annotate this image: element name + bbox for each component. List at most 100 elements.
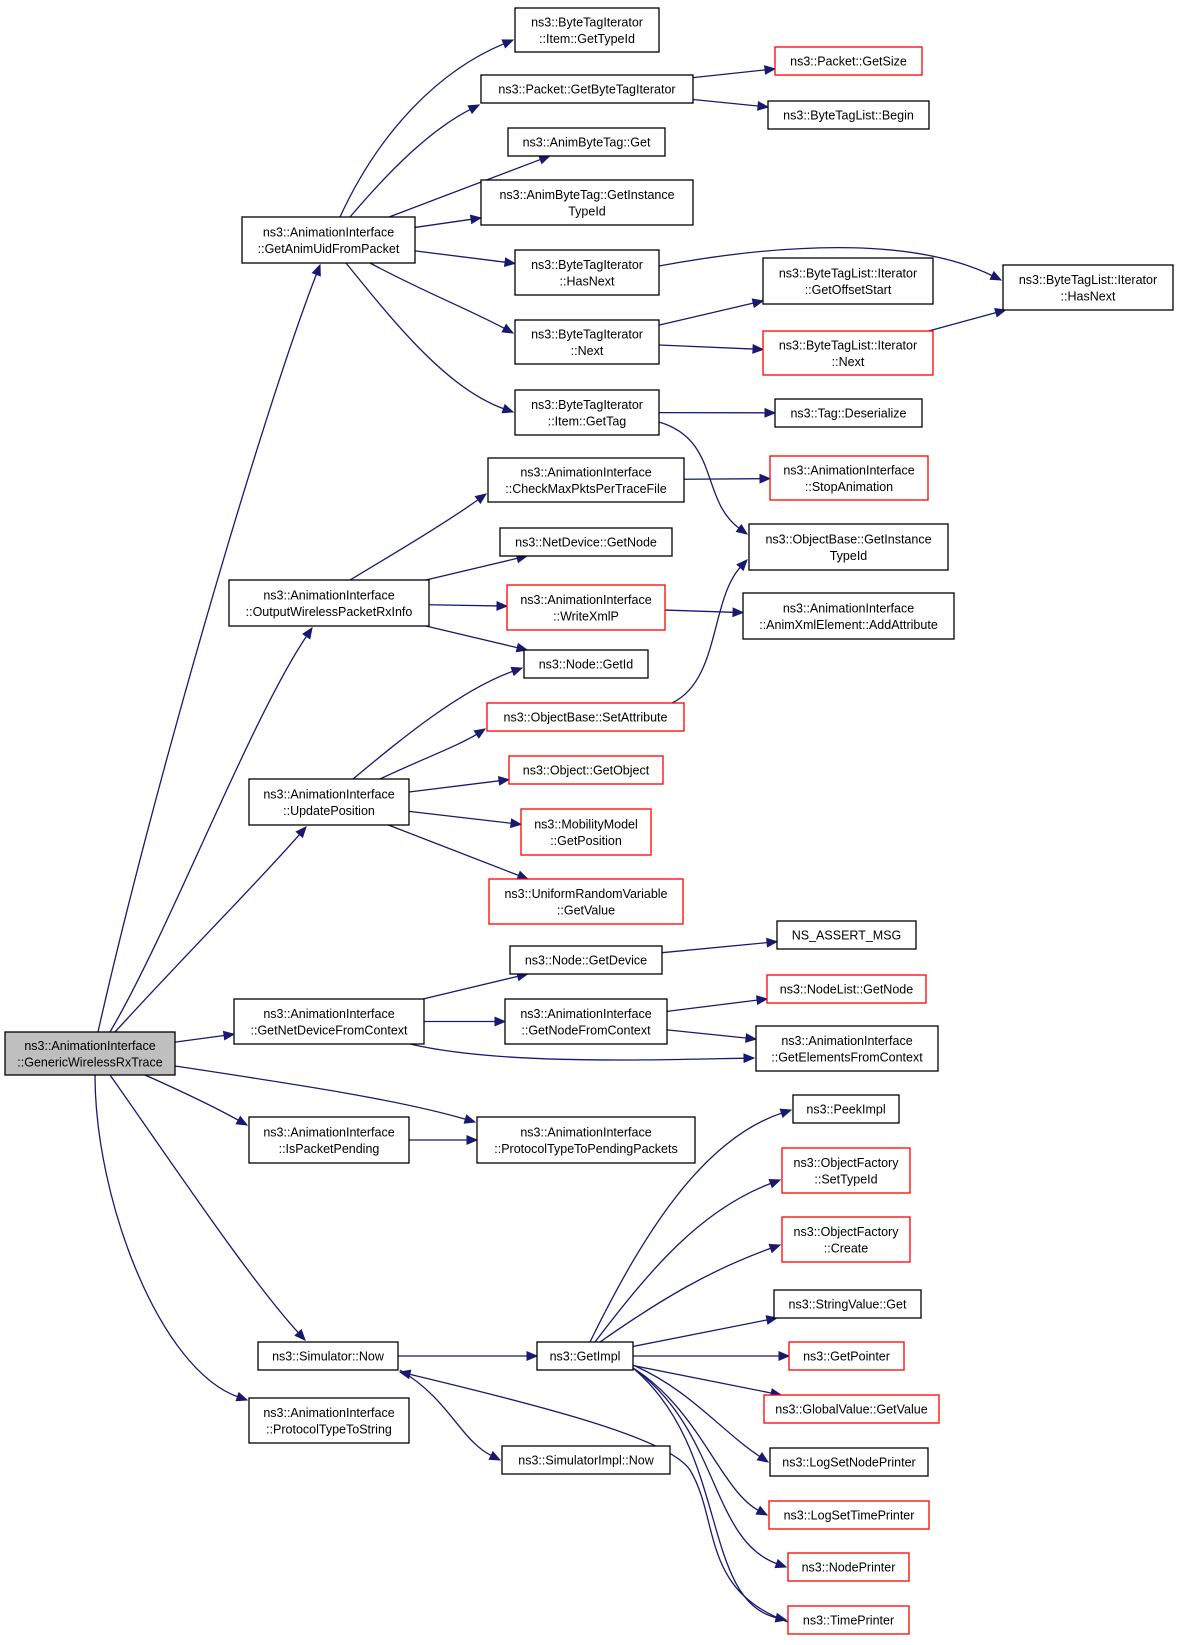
node-label-line: ns3::ByteTagList::Iterator bbox=[779, 338, 917, 352]
node-label-line: ns3::AnimationInterface bbox=[781, 1034, 912, 1048]
arrowhead-icon bbox=[235, 1115, 249, 1126]
node-nlGetNode[interactable]: ns3::NodeList::GetNode bbox=[766, 974, 927, 1004]
node-ofSetTypeId[interactable]: ns3::ObjectFactory::SetTypeId bbox=[781, 1147, 911, 1194]
edge-nodeGetDevice-to-nsAssert bbox=[661, 937, 779, 954]
edge-line bbox=[422, 975, 519, 1000]
node-urvGetValue[interactable]: ns3::UniformRandomVariable::GetValue bbox=[488, 878, 684, 925]
edge-line bbox=[428, 604, 499, 607]
node-nodeGetId[interactable]: ns3::Node::GetId bbox=[523, 649, 649, 679]
node-box bbox=[748, 523, 949, 571]
node-getNodeCtx[interactable]: ns3::AnimationInterface::GetNodeFromCont… bbox=[504, 998, 668, 1045]
node-label-line: ns3::ObjectBase::SetAttribute bbox=[504, 711, 668, 725]
node-label-line: ns3::AnimationInterface bbox=[24, 1039, 155, 1053]
edges-layer bbox=[94, 39, 1007, 1623]
node-ofCreate[interactable]: ns3::ObjectFactory::Create bbox=[781, 1216, 911, 1263]
node-checkMax[interactable]: ns3::AnimationInterface::CheckMaxPktsPer… bbox=[487, 457, 685, 503]
node-getImpl[interactable]: ns3::GetImpl bbox=[536, 1341, 634, 1371]
node-updatePos[interactable]: ns3::AnimationInterface::UpdatePosition bbox=[248, 778, 410, 826]
edge-checkMax-to-stopAnim bbox=[683, 473, 772, 484]
node-logSetNode[interactable]: ns3::LogSetNodePrinter bbox=[769, 1447, 929, 1477]
node-logSetTime[interactable]: ns3::LogSetTimePrinter bbox=[768, 1500, 930, 1530]
node-peekImpl[interactable]: ns3::PeekImpl bbox=[792, 1094, 900, 1124]
node-btiItemGetTag[interactable]: ns3::ByteTagIterator::Item::GetTag bbox=[514, 389, 660, 436]
node-simNow[interactable]: ns3::Simulator::Now bbox=[257, 1341, 399, 1371]
node-label-line: TypeId bbox=[830, 549, 868, 563]
node-box bbox=[769, 1447, 929, 1477]
arrowhead-icon bbox=[778, 1351, 791, 1361]
edge-getImpl-to-gvGetValue bbox=[632, 1364, 783, 1398]
node-pktGetSize[interactable]: ns3::Packet::GetSize bbox=[774, 46, 923, 76]
arrowhead-icon bbox=[735, 523, 749, 535]
node-pktGetBTI[interactable]: ns3::Packet::GetByteTagIterator bbox=[480, 74, 694, 104]
node-label-line: ns3::ByteTagList::Iterator bbox=[1019, 273, 1157, 287]
node-btiItemTypeId[interactable]: ns3::ByteTagIterator::Item::GetTypeId bbox=[514, 7, 660, 53]
node-gvGetValue[interactable]: ns3::GlobalValue::GetValue bbox=[763, 1394, 940, 1424]
node-btiHasNext[interactable]: ns3::ByteTagIterator::HasNext bbox=[514, 249, 660, 296]
node-abtGet[interactable]: ns3::AnimByteTag::Get bbox=[507, 127, 666, 157]
node-tagDeser[interactable]: ns3::Tag::Deserialize bbox=[774, 398, 923, 428]
node-isPending[interactable]: ns3::AnimationInterface::IsPacketPending bbox=[248, 1116, 410, 1164]
edge-btliNext-to-btliHasNext bbox=[928, 307, 1007, 332]
node-label-line: ns3::PeekImpl bbox=[806, 1103, 885, 1117]
node-label-line: ns3::LogSetTimePrinter bbox=[784, 1509, 915, 1523]
node-label-line: ns3::UniformRandomVariable bbox=[504, 887, 667, 901]
node-ndGetNode[interactable]: ns3::NetDevice::GetNode bbox=[499, 527, 673, 557]
node-protoPending[interactable]: ns3::AnimationInterface::ProtocolTypeToP… bbox=[476, 1116, 696, 1164]
node-btlBegin[interactable]: ns3::ByteTagList::Begin bbox=[767, 100, 930, 130]
node-btliOffset[interactable]: ns3::ByteTagList::Iterator::GetOffsetSta… bbox=[762, 257, 934, 305]
node-label-line: ns3::AnimationInterface bbox=[263, 1125, 394, 1139]
node-label-line: ::GetOffsetStart bbox=[805, 283, 892, 297]
edge-line bbox=[658, 344, 755, 350]
node-getElemCtx[interactable]: ns3::AnimationInterface::GetElementsFrom… bbox=[755, 1025, 939, 1072]
node-box bbox=[776, 920, 917, 950]
node-getNetDev[interactable]: ns3::AnimationInterface::GetNetDeviceFro… bbox=[233, 998, 425, 1045]
edge-line bbox=[109, 635, 308, 1033]
node-timePrinter[interactable]: ns3::TimePrinter bbox=[787, 1605, 910, 1635]
node-getAnimUid[interactable]: ns3::AnimationInterface::GetAnimUidFromP… bbox=[241, 216, 416, 264]
node-root[interactable]: ns3::AnimationInterface::GenericWireless… bbox=[4, 1031, 176, 1076]
node-nodePrinter[interactable]: ns3::NodePrinter bbox=[787, 1552, 910, 1582]
node-box bbox=[788, 1341, 905, 1371]
edge-line bbox=[599, 1247, 772, 1343]
edge-line bbox=[692, 98, 760, 107]
edge-getNodeCtx-to-getElemCtx bbox=[666, 1029, 758, 1043]
node-objGetObj[interactable]: ns3::Object::GetObject bbox=[508, 755, 664, 785]
node-box bbox=[228, 579, 430, 627]
node-label-line: ns3::TimePrinter bbox=[803, 1614, 894, 1628]
node-label-line: ns3::AnimationInterface bbox=[263, 225, 394, 239]
node-label-line: ::SetTypeId bbox=[814, 1172, 877, 1186]
node-writeXmlP[interactable]: ns3::AnimationInterface::WriteXmlP bbox=[506, 584, 666, 631]
node-box bbox=[787, 1605, 910, 1635]
node-obSetAttr[interactable]: ns3::ObjectBase::SetAttribute bbox=[486, 702, 685, 732]
node-svGet[interactable]: ns3::StringValue::Get bbox=[773, 1289, 922, 1319]
edge-getNetDev-to-nodeGetDevice bbox=[422, 971, 529, 1000]
node-label-line: ::WriteXmlP bbox=[553, 609, 619, 623]
node-label-line: ns3::NetDevice::GetNode bbox=[515, 536, 657, 550]
edge-line bbox=[632, 1367, 778, 1619]
node-nsAssert[interactable]: NS_ASSERT_MSG bbox=[776, 920, 917, 950]
edge-btiHasNext-to-btliHasNext bbox=[658, 246, 1003, 281]
node-btiNext[interactable]: ns3::ByteTagIterator::Next bbox=[514, 319, 660, 365]
edge-line bbox=[109, 1074, 300, 1334]
edge-line bbox=[594, 1182, 772, 1343]
node-label-line: ::IsPacketPending bbox=[279, 1142, 380, 1156]
arrowhead-icon bbox=[494, 1016, 507, 1027]
node-stopAnim[interactable]: ns3::AnimationInterface::StopAnimation bbox=[769, 455, 929, 501]
node-simImplNow[interactable]: ns3::SimulatorImpl::Now bbox=[501, 1445, 671, 1475]
node-box bbox=[487, 457, 685, 503]
node-label-line: ::GetNetDeviceFromContext bbox=[251, 1023, 409, 1037]
node-btliNext[interactable]: ns3::ByteTagList::Iterator::Next bbox=[762, 330, 934, 376]
arrowhead-icon bbox=[474, 493, 488, 505]
node-nodeGetDevice[interactable]: ns3::Node::GetDevice bbox=[509, 945, 663, 975]
node-outWireless[interactable]: ns3::AnimationInterface::OutputWirelessP… bbox=[228, 579, 430, 627]
edge-root-to-getAnimUid bbox=[97, 263, 321, 1033]
node-label-line: ns3::ByteTagIterator bbox=[531, 15, 643, 29]
node-addAttr[interactable]: ns3::AnimationInterface::AnimXmlElement:… bbox=[742, 592, 955, 640]
node-protoToStr[interactable]: ns3::AnimationInterface::ProtocolTypeToS… bbox=[248, 1397, 410, 1444]
node-getPointer[interactable]: ns3::GetPointer bbox=[788, 1341, 905, 1371]
node-btliHasNext[interactable]: ns3::ByteTagList::Iterator::HasNext bbox=[1002, 264, 1174, 311]
node-label-line: ::GetPosition bbox=[550, 834, 622, 848]
node-mmGetPos[interactable]: ns3::MobilityModel::GetPosition bbox=[520, 808, 652, 856]
